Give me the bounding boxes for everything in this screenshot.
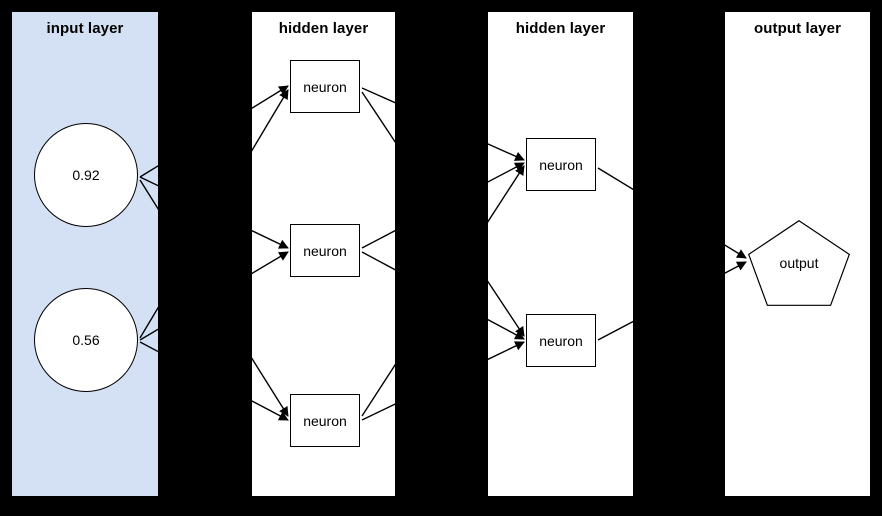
node-label-h1b: neuron [303,242,347,259]
node-label-h2a: neuron [539,156,583,173]
node-h2b[interactable]: neuron [526,314,596,367]
node-h1a[interactable]: neuron [290,60,360,113]
edge-h1a-to-h2a [488,143,525,161]
edge-in1-to-h1a [139,165,158,178]
edge-in2-to-h1b [139,328,158,341]
node-h2a[interactable]: neuron [526,138,596,191]
edge-h1a-to-h2b [361,91,395,143]
edge-h1c-to-h2b [361,403,395,421]
edge-h2a-to-out1 [725,244,747,259]
node-h1b[interactable]: neuron [290,224,360,277]
node-out1[interactable]: output [748,220,850,306]
edge-in2-to-h1c [252,400,289,421]
node-label-in2: 0.56 [72,332,100,348]
edge-in1-to-h1c [252,357,289,417]
edge-h1a-to-h2b [488,280,525,337]
edge-layer-input [139,165,158,353]
edge-h1c-to-h2b [488,341,525,361]
edge-h1b-to-h2a [488,162,525,183]
edge-in1-to-h1a [252,85,289,109]
edge-h2a-to-out1 [597,167,633,191]
edge-in2-to-h1a [252,89,289,152]
layer-title-output: output layer [753,20,842,37]
edge-h1b-to-h2a [361,229,395,249]
layer-panel-hidden1: hidden layer neuron neuron neuron [252,12,395,496]
edge-h2b-to-out1 [597,320,633,341]
node-label-h1a: neuron [303,78,347,95]
pentagon-shape [748,220,850,306]
node-h1c[interactable]: neuron [290,394,360,447]
layer-panel-input: input layer 0.92 0.56 [12,12,158,496]
edge-in1-to-h1b [139,176,158,187]
edge-h1b-to-h2b [488,318,525,340]
edge-h1c-to-h2a [361,363,395,417]
edge-h1c-to-h2a [488,165,525,223]
edge-in2-to-h1b [252,251,289,275]
node-in1[interactable]: 0.92 [34,123,138,227]
node-label-h2b: neuron [539,332,583,349]
node-label-in1: 0.92 [72,167,100,183]
layer-title-hidden1: hidden layer [278,20,369,37]
edge-in1-to-h1b [252,229,289,249]
layer-title-hidden2: hidden layer [515,20,606,37]
edge-h1a-to-h2a [361,87,395,104]
layer-title-input: input layer [46,20,124,37]
node-label-h1c: neuron [303,412,347,429]
layer-panel-hidden2: hidden layer neuron neuron [488,12,633,496]
layer-panel-output: output layer output [725,12,870,496]
node-in2[interactable]: 0.56 [34,288,138,392]
edge-h1b-to-h2b [361,251,395,271]
edge-in2-to-h1a [139,306,158,339]
node-label-out1: output [779,255,819,271]
edge-in2-to-h1c [139,341,158,353]
edge-layer-hidden2 [488,143,633,361]
edge-h2b-to-out1 [725,261,747,274]
edge-in1-to-h1c [139,179,158,211]
